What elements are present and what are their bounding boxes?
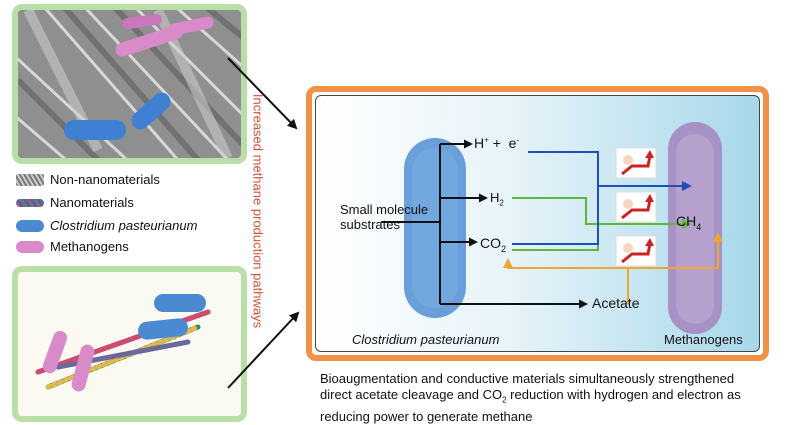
enhancement-icon-electron bbox=[615, 147, 657, 179]
caption-line-2: direct acetate cleavage and CO2 reductio… bbox=[320, 387, 741, 405]
legend-label: Non-nanomaterials bbox=[50, 172, 160, 187]
enhancement-icon-hydrogen bbox=[615, 191, 657, 223]
legend-item-non-nanomaterials: Non-nanomaterials bbox=[16, 172, 160, 187]
enhancement-icon-acetate bbox=[615, 235, 657, 267]
hydrogen-label: H2 bbox=[490, 190, 504, 208]
proton-electron-label: H+ + e- bbox=[474, 135, 520, 151]
legend-item-clostridium: Clostridium pasteurianum bbox=[16, 218, 197, 233]
methanogens-caption: Methanogens bbox=[664, 332, 743, 347]
caption-line-3: reducing power to generate methane bbox=[320, 408, 533, 424]
nanowire-illustration bbox=[35, 294, 211, 392]
sem-image-panel bbox=[12, 4, 247, 164]
render-methanogen-cells bbox=[42, 330, 95, 392]
figure-caption: Bioaugmentation and conductive materials… bbox=[320, 371, 780, 425]
sem-clostridium-cells bbox=[64, 92, 171, 140]
side-label: Increased methane production pathways bbox=[247, 86, 269, 336]
side-label-text: Increased methane production pathways bbox=[250, 93, 266, 329]
legend-label: Clostridium pasteurianum bbox=[50, 218, 198, 233]
render-image-panel bbox=[12, 266, 247, 422]
methanogen-cell bbox=[668, 122, 722, 334]
acetate-label: Acetate bbox=[592, 295, 640, 311]
legend-label: Methanogens bbox=[50, 239, 129, 254]
arrow-top-icon bbox=[227, 57, 298, 130]
sem-micrograph bbox=[18, 10, 241, 158]
caption-line-1: Bioaugmentation and conductive materials… bbox=[320, 371, 735, 386]
pathway-diagram: H+ + e- H2 CO2 Small molecule substrates… bbox=[306, 86, 769, 361]
legend-label: Nanomaterials bbox=[50, 195, 134, 210]
clostridium-swatch bbox=[16, 219, 44, 232]
nanomaterial-swatch bbox=[16, 198, 44, 207]
pathway-graphics bbox=[381, 122, 723, 334]
sem-methanogen-cells bbox=[115, 13, 214, 57]
clostridium-cell bbox=[404, 138, 466, 318]
arrow-bottom-icon bbox=[227, 311, 300, 389]
non-nanomaterial-swatch bbox=[16, 173, 44, 186]
methanogen-swatch bbox=[16, 240, 44, 253]
substrates-label: Small molecule substrates bbox=[340, 202, 429, 232]
co2-label: CO2 bbox=[480, 235, 507, 254]
legend-item-nanomaterials: Nanomaterials bbox=[16, 195, 134, 210]
render-clostridium-cells bbox=[138, 294, 206, 340]
methane-label: CH4 bbox=[676, 213, 702, 232]
legend-item-methanogens: Methanogens bbox=[16, 239, 129, 254]
clostridium-caption: Clostridium pasteurianum bbox=[352, 332, 500, 347]
pathway-diagram-inner: H+ + e- H2 CO2 Small molecule substrates… bbox=[315, 95, 760, 352]
